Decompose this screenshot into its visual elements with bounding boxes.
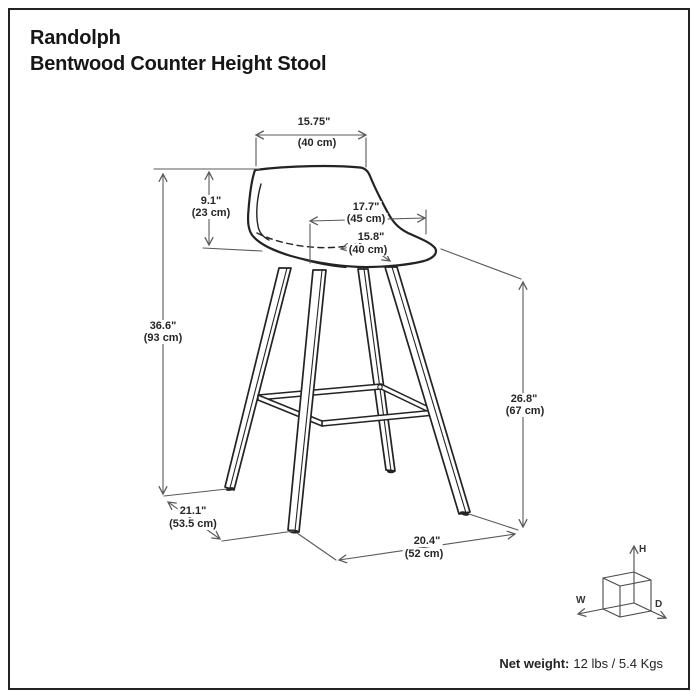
net-weight-value: 12 lbs / 5.4 Kgs xyxy=(573,656,663,671)
dim-seat-height-cm: (67 cm) xyxy=(503,405,547,417)
dim-backrest-height-inches: 9.1" xyxy=(198,195,224,207)
page-border xyxy=(8,8,690,690)
dim-seat-depth-cm: (45 cm) xyxy=(344,213,388,225)
stool-foot-caps xyxy=(225,469,470,534)
cube-width-axis xyxy=(576,607,604,618)
dim-line-back-width xyxy=(254,130,368,168)
dim-back-width-cm: (40 cm) xyxy=(297,137,337,149)
dim-seat-depth-inches: 17.7" xyxy=(350,201,382,213)
cube-height-label: H xyxy=(639,544,647,555)
dim-seat-width-inches: 15.8" xyxy=(355,231,387,243)
cube-width-label: W xyxy=(576,595,586,606)
cube-icon xyxy=(576,544,668,620)
product-title: Randolph Bentwood Counter Height Stool xyxy=(30,25,327,77)
stool-footrest xyxy=(257,383,436,427)
dim-overall-height-inches: 36.6" xyxy=(147,320,179,332)
product-title-line2: Bentwood Counter Height Stool xyxy=(30,53,327,75)
dim-overall-width-inches: 20.4" xyxy=(411,535,443,547)
dim-overall-height-cm: (93 cm) xyxy=(141,332,185,344)
dim-seat-width-cm: (40 cm) xyxy=(346,244,390,256)
dim-overall-width-cm: (52 cm) xyxy=(402,548,446,560)
dim-seat-height-inches: 26.8" xyxy=(508,393,540,405)
dim-overall-depth-inches: 21.1" xyxy=(177,505,209,517)
product-title-line1: Randolph xyxy=(30,27,121,49)
dim-overall-depth-cm: (53.5 cm) xyxy=(167,518,219,530)
net-weight-label: Net weight: xyxy=(499,656,570,671)
dim-back-width-inches: 15.75" xyxy=(297,116,331,128)
net-weight: Net weight:12 lbs / 5.4 Kgs xyxy=(499,656,663,671)
stool-seat-shell xyxy=(246,164,438,269)
stool-drawing xyxy=(224,164,471,534)
cube-depth-label: D xyxy=(655,599,663,610)
dim-backrest-height-cm: (23 cm) xyxy=(189,207,233,219)
stool-front-legs xyxy=(287,266,471,533)
cube-depth-axis xyxy=(650,610,668,620)
dim-line-overall-width xyxy=(337,530,517,564)
